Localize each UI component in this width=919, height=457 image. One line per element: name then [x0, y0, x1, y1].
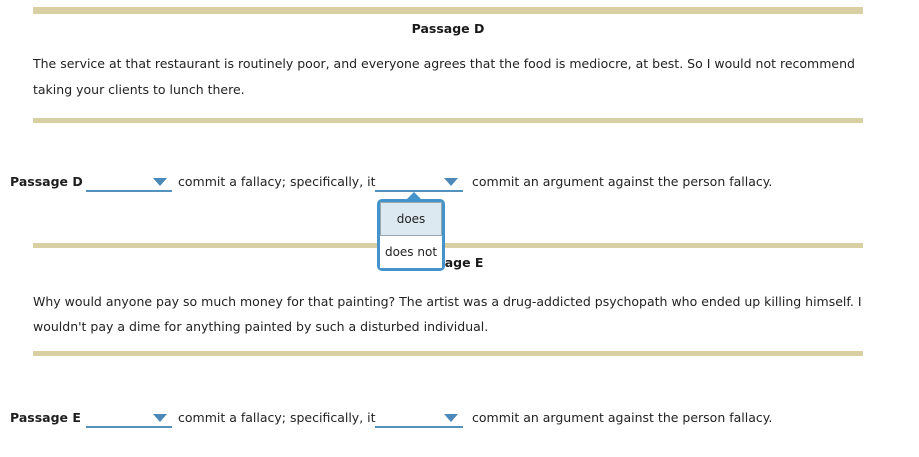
section-divider-top [33, 7, 863, 14]
question-d-label: Passage D [10, 174, 83, 189]
section-divider-2 [33, 118, 863, 123]
dropdown-menu: does does not [377, 192, 445, 271]
question-e-clause-1: commit a fallacy; specifically, it [178, 410, 376, 425]
question-row-passage-e: Passage E commit a fallacy; specifically… [10, 410, 910, 430]
question-row-passage-d: Passage D commit a fallacy; specifically… [10, 174, 910, 271]
question-e-clause-2: commit an argument against the person fa… [472, 410, 773, 425]
dropdown-option-does[interactable]: does [380, 202, 442, 236]
passage-e-heading: Passage E [412, 255, 484, 270]
question-d-clause-1: commit a fallacy; specifically, it [178, 174, 376, 189]
dropdown-arrow-icon [153, 178, 167, 186]
dropdown-option-does-not[interactable]: does not [380, 236, 442, 268]
section-divider-4 [33, 351, 863, 356]
question-e-dropdown-1[interactable] [86, 410, 172, 428]
question-d-dropdown-2[interactable]: does does not [375, 174, 463, 271]
question-d-clause-2: commit an argument against the person fa… [472, 174, 773, 189]
dropdown-arrow-icon [444, 414, 458, 422]
passage-d-heading: Passage D [411, 21, 485, 36]
dropdown-arrow-icon [444, 178, 458, 186]
passage-d-body: The service at that restaurant is routin… [33, 56, 855, 97]
menu-pointer-icon [405, 192, 423, 201]
question-e-dropdown-2[interactable] [375, 410, 463, 428]
question-e-label: Passage E [10, 410, 81, 425]
section-divider-3 [33, 243, 863, 248]
question-d-dropdown-1[interactable] [86, 174, 172, 192]
dropdown-arrow-icon [153, 414, 167, 422]
passage-e-body: Why would anyone pay so much money for t… [33, 294, 862, 334]
